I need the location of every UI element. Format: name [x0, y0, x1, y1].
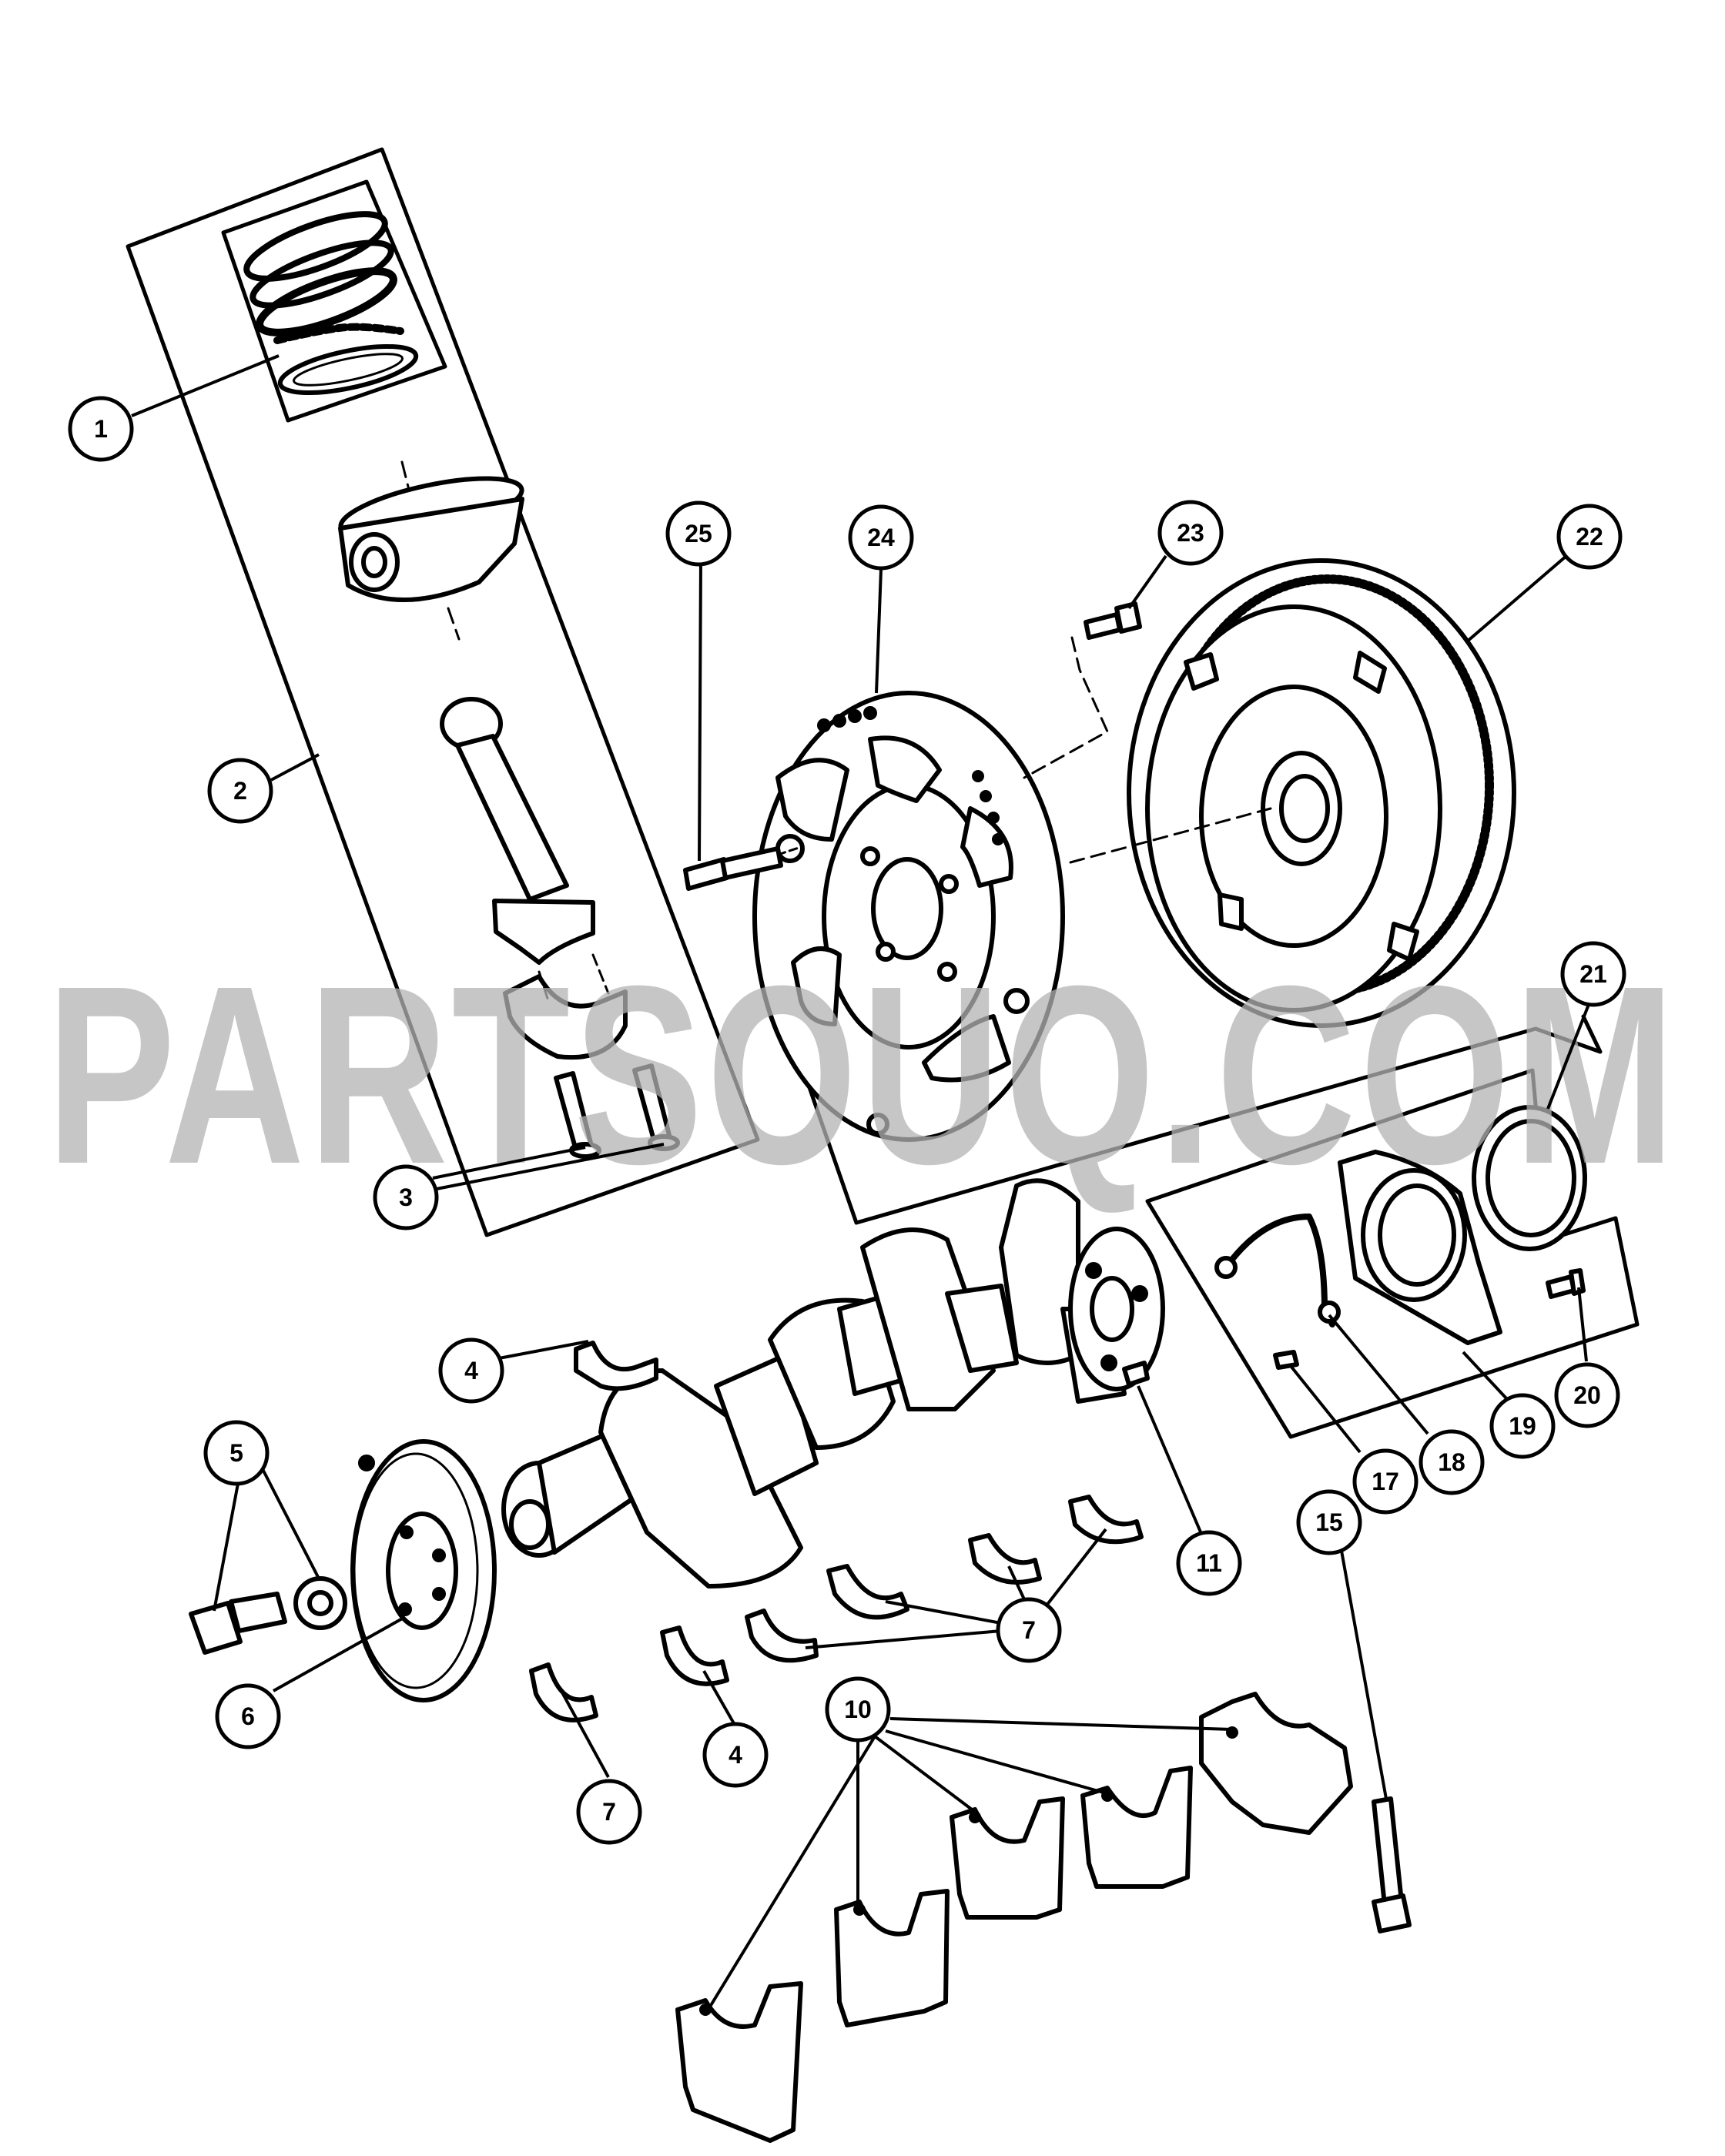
svg-text:1: 1 [94, 415, 108, 443]
vibration-damper [350, 1439, 497, 1702]
callout-10: 10 [825, 1676, 891, 1743]
svg-text:17: 17 [1372, 1468, 1399, 1495]
svg-text:21: 21 [1579, 960, 1607, 988]
callout-11: 11 [1176, 1530, 1242, 1596]
svg-text:25: 25 [685, 520, 712, 547]
svg-text:22: 22 [1576, 523, 1603, 551]
callout-24: 24 [848, 504, 914, 571]
svg-text:11: 11 [1196, 1549, 1222, 1577]
svg-text:19: 19 [1509, 1412, 1536, 1440]
seal-retainer [1338, 1150, 1502, 1345]
svg-text:4: 4 [464, 1357, 478, 1384]
svg-text:5: 5 [229, 1439, 243, 1467]
svg-text:2: 2 [233, 777, 247, 805]
svg-text:6: 6 [241, 1702, 255, 1730]
svg-text:24: 24 [867, 524, 895, 551]
leader-lines [131, 354, 1591, 2008]
svg-text:23: 23 [1177, 519, 1204, 547]
svg-text:20: 20 [1573, 1381, 1601, 1409]
svg-text:3: 3 [399, 1183, 413, 1211]
callout-19: 19 [1489, 1393, 1556, 1459]
callout-5: 5 [203, 1420, 270, 1486]
callout-25: 25 [665, 500, 732, 567]
svg-text:10: 10 [844, 1696, 872, 1723]
retainer-screw [1546, 1268, 1586, 1299]
retainer-gasket [1223, 1214, 1335, 1327]
converter-bolt [1023, 601, 1142, 779]
flexplate [752, 691, 1065, 1142]
callout-23: 23 [1157, 500, 1224, 566]
piston-rings [243, 211, 419, 396]
watermark: PARTSOUQ.COM [46, 932, 1679, 1217]
flexplate-bolt [683, 845, 802, 891]
crankshaft [501, 1178, 1165, 1589]
svg-text:7: 7 [602, 1798, 616, 1826]
rear-oil-seal [1472, 1105, 1587, 1251]
main-cap-bolt [1372, 1796, 1412, 1933]
callout-6: 6 [215, 1683, 281, 1749]
callout-15: 15 [1296, 1489, 1362, 1555]
callout-3: 3 [373, 1164, 439, 1230]
main-bearing-caps [675, 1692, 1353, 2143]
torque-converter [1069, 558, 1516, 1028]
damper-washer [293, 1576, 347, 1630]
callout-7b: 7 [996, 1597, 1062, 1663]
callout-4b: 4 [702, 1722, 769, 1788]
piston-rod-group [126, 147, 760, 1237]
callout-1: 1 [68, 396, 134, 462]
callout-7a: 7 [576, 1779, 642, 1845]
flexplate-holes [817, 706, 1004, 845]
callout-17: 17 [1352, 1448, 1419, 1515]
rear-seal-group [1145, 1068, 1640, 1439]
svg-text:7: 7 [1022, 1616, 1036, 1644]
svg-text:18: 18 [1438, 1448, 1465, 1476]
callout-21: 21 [1560, 941, 1626, 1007]
svg-text:15: 15 [1315, 1508, 1343, 1536]
damper-bolt [189, 1592, 287, 1655]
connecting-rod [440, 697, 628, 1060]
callout-22: 22 [1556, 504, 1623, 570]
flexplate-group [683, 601, 1603, 1225]
callout-4a: 4 [438, 1337, 504, 1404]
callout-18: 18 [1419, 1429, 1485, 1495]
bearing-shells [529, 1341, 1144, 1722]
dowel-pin [1273, 1350, 1299, 1370]
callout-2: 2 [207, 758, 273, 824]
svg-text:4: 4 [729, 1741, 742, 1769]
piston [338, 460, 524, 641]
callout-20: 20 [1554, 1362, 1620, 1428]
